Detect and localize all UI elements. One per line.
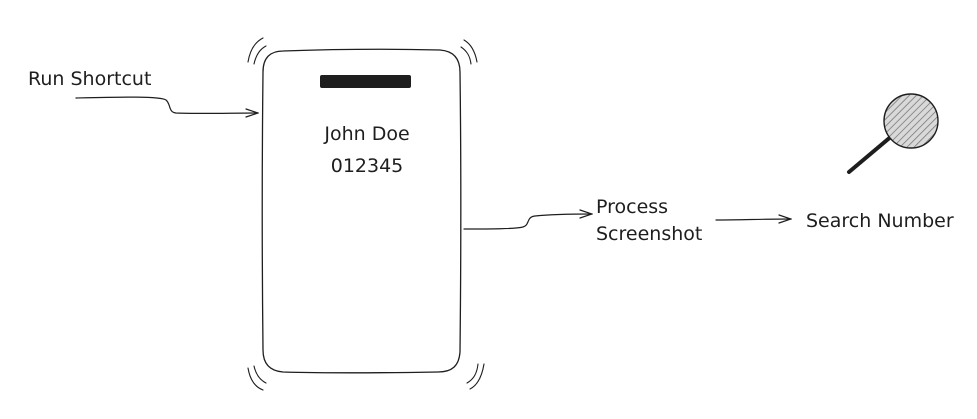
run-shortcut-arrow [75,96,258,113]
phone-notch [320,75,411,88]
search-arrow [715,219,791,220]
process-label-line1: Process [596,196,668,218]
contact-name: John Doe [323,123,409,145]
magnifier-icon [847,93,939,174]
contact-number: 012345 [331,155,404,177]
search-number-label: Search Number [806,210,954,232]
process-arrow [463,214,592,230]
vibration-marks [247,37,485,391]
phone-outline [261,48,462,374]
run-shortcut-label: Run Shortcut [28,68,151,90]
process-label-line2: Screenshot [596,223,702,245]
phone-device: John Doe 012345 [261,48,462,374]
